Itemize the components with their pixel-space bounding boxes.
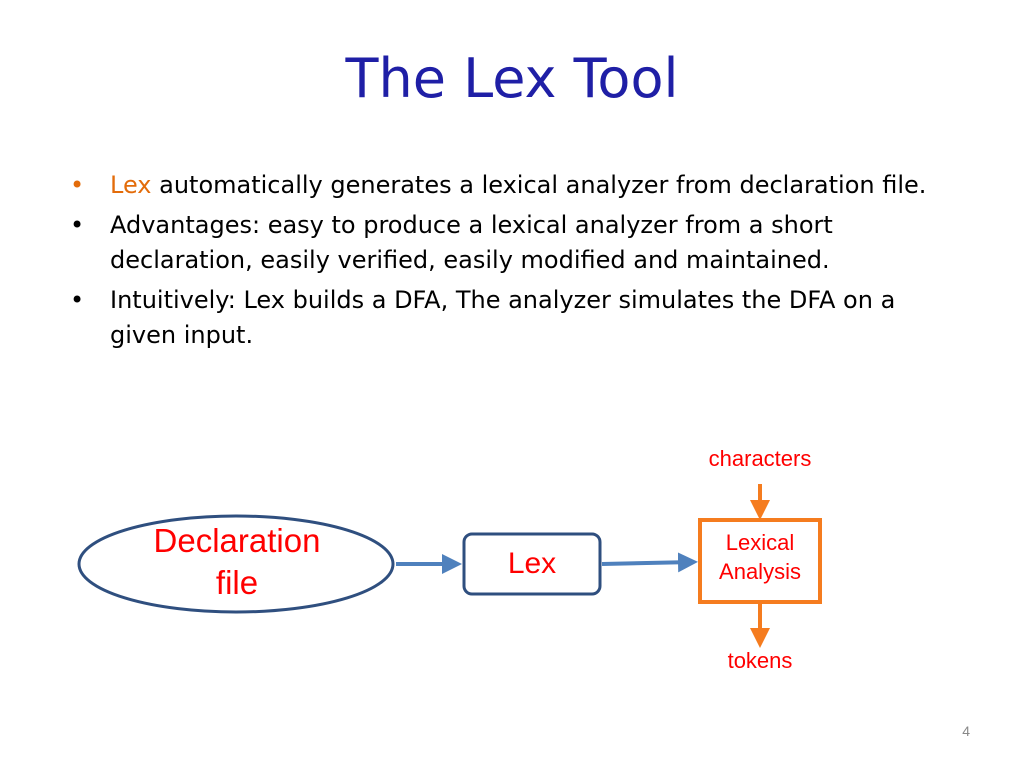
declaration-file-label: Declaration file <box>112 520 362 604</box>
bullet-marker: • <box>70 171 85 199</box>
declaration-label-line2: file <box>215 564 259 601</box>
bullet-item-lex: • Lex automatically generates a lexical … <box>70 168 950 203</box>
bullet-marker: • <box>70 286 85 314</box>
arrow-lex-to-lexical-analysis <box>601 552 698 573</box>
declaration-file-ellipse <box>77 514 395 614</box>
page-number: 4 <box>962 723 970 739</box>
bullet-marker: • <box>70 211 85 239</box>
tokens-label: tokens <box>727 648 793 673</box>
lexical-label-line1: Lexical <box>725 530 795 555</box>
bullet-item-intuitively: • Intuitively: Lex builds a DFA, The ana… <box>70 283 950 353</box>
slide-title: The Lex Tool <box>345 47 679 110</box>
lexical-analysis-label: Lexical Analysis <box>700 528 820 586</box>
bullet-list: • Lex automatically generates a lexical … <box>70 168 950 358</box>
lex-box <box>462 532 602 596</box>
characters-label: characters <box>708 446 812 471</box>
lex-keyword: Lex <box>110 171 152 199</box>
lexical-analysis-box <box>698 518 822 604</box>
lexical-label-line2: Analysis <box>719 559 801 584</box>
lex-box-label: Lex <box>507 547 557 580</box>
bullet-item-advantages: • Advantages: easy to produce a lexical … <box>70 208 950 278</box>
bullet-text: automatically generates a lexical analyz… <box>151 171 927 199</box>
bullet-text: Advantages: easy to produce a lexical an… <box>110 211 833 274</box>
bullet-text: Intuitively: Lex builds a DFA, The analy… <box>110 286 896 349</box>
declaration-label-line1: Declaration <box>153 522 321 559</box>
